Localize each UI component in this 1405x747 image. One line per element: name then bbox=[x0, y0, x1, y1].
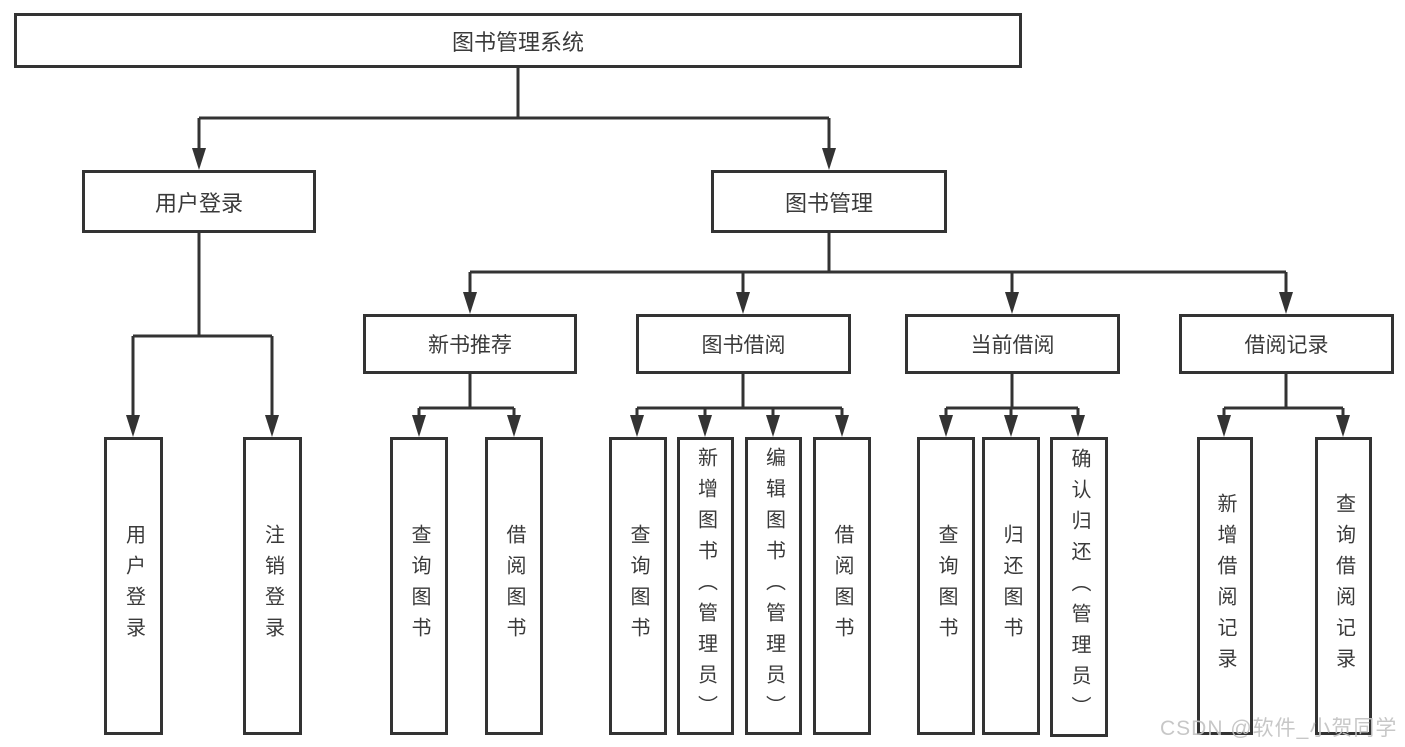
connector-new-book-to-leaves bbox=[417, 374, 516, 417]
node-label: 归还图书 bbox=[1000, 524, 1022, 648]
arrowhead bbox=[939, 415, 953, 437]
connector-user-login-to-leaves bbox=[131, 233, 274, 417]
arrowhead bbox=[736, 292, 750, 314]
leaf-query-book-2: 查询图书 bbox=[609, 437, 667, 735]
connector-current-to-leaves bbox=[944, 374, 1080, 417]
arrowhead bbox=[1004, 415, 1018, 437]
arrowhead bbox=[412, 415, 426, 437]
node-label: 编辑图书（管理员） bbox=[762, 446, 785, 726]
leaf-edit-book-admin: 编辑图书（管理员） bbox=[745, 437, 802, 735]
leaf-logout: 注销登录 bbox=[243, 437, 302, 735]
csdn-watermark: CSDN @软件_小贺同学 bbox=[1160, 717, 1398, 740]
arrowhead bbox=[507, 415, 521, 437]
node-label: 新增借阅记录 bbox=[1214, 493, 1236, 679]
connector-root-to-branches bbox=[197, 68, 831, 150]
node-label: 确认归还（管理员） bbox=[1068, 447, 1090, 727]
leaf-borrow-book-2: 借阅图书 bbox=[813, 437, 871, 735]
arrowhead bbox=[265, 415, 279, 437]
node-label: 用户登录 bbox=[154, 190, 243, 216]
arrowhead bbox=[126, 415, 140, 437]
node-label: 注销登录 bbox=[261, 524, 284, 648]
arrowhead bbox=[698, 415, 712, 437]
arrowhead bbox=[835, 415, 849, 437]
arrowhead bbox=[766, 415, 780, 437]
node-book-borrow: 图书借阅 bbox=[636, 314, 851, 374]
node-label: 图书管理 bbox=[784, 190, 873, 216]
leaf-user-login: 用户登录 bbox=[104, 437, 163, 735]
leaf-add-borrow-record: 新增借阅记录 bbox=[1197, 437, 1253, 735]
node-new-book-recommend: 新书推荐 bbox=[363, 314, 577, 374]
node-user-login-branch: 用户登录 bbox=[82, 170, 316, 233]
leaf-confirm-return-admin: 确认归还（管理员） bbox=[1050, 437, 1108, 737]
arrowhead bbox=[463, 292, 477, 314]
arrowhead bbox=[1336, 415, 1350, 437]
leaf-query-book-3: 查询图书 bbox=[917, 437, 975, 735]
node-book-management-branch: 图书管理 bbox=[711, 170, 947, 233]
leaf-query-book-1: 查询图书 bbox=[390, 437, 448, 735]
arrowhead bbox=[1217, 415, 1231, 437]
connector-borrow-to-leaves bbox=[635, 374, 844, 417]
leaf-borrow-book-1: 借阅图书 bbox=[485, 437, 543, 735]
leaf-add-book-admin: 新增图书（管理员） bbox=[677, 437, 734, 735]
node-label: 图书管理系统 bbox=[451, 29, 584, 55]
arrowhead bbox=[1071, 415, 1085, 437]
node-label: 当前借阅 bbox=[970, 334, 1055, 357]
node-label: 借阅记录 bbox=[1244, 334, 1329, 357]
node-label: 用户登录 bbox=[122, 524, 145, 648]
arrowhead bbox=[1005, 292, 1019, 314]
node-label: 借阅图书 bbox=[503, 524, 525, 648]
node-current-borrow: 当前借阅 bbox=[905, 314, 1120, 374]
arrowhead bbox=[1279, 292, 1293, 314]
connector-book-mgmt-to-groups bbox=[468, 233, 1288, 294]
node-label: 新书推荐 bbox=[428, 334, 512, 357]
node-label: 新增图书（管理员） bbox=[694, 446, 717, 726]
arrowhead bbox=[630, 415, 644, 437]
node-label: 查询借阅记录 bbox=[1332, 493, 1355, 679]
arrowhead bbox=[822, 148, 836, 170]
connector-record-to-leaves bbox=[1222, 374, 1345, 417]
node-library-management-system: 图书管理系统 bbox=[14, 13, 1022, 68]
arrowhead bbox=[192, 148, 206, 170]
node-label: 查询图书 bbox=[627, 524, 649, 648]
leaf-return-book: 归还图书 bbox=[982, 437, 1040, 735]
node-label: 借阅图书 bbox=[831, 524, 853, 648]
node-label: 查询图书 bbox=[935, 524, 957, 648]
leaf-query-borrow-record: 查询借阅记录 bbox=[1315, 437, 1372, 735]
node-borrow-record: 借阅记录 bbox=[1179, 314, 1394, 374]
node-label: 查询图书 bbox=[408, 524, 430, 648]
node-label: 图书借阅 bbox=[701, 334, 786, 357]
